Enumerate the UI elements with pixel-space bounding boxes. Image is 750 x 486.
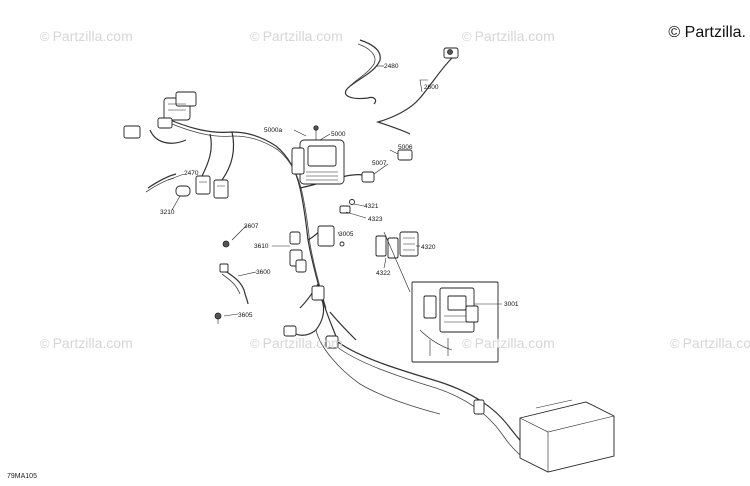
label-3005[interactable]: 3005 — [339, 231, 354, 238]
connector-5006-5007 — [361, 149, 413, 183]
watermark: ©Partzilla.com — [40, 335, 133, 351]
part-2470-3210 — [145, 173, 191, 197]
copyright-notice: © Partzilla. — [668, 24, 746, 41]
label-3610[interactable]: 3610 — [254, 243, 269, 250]
label-3001[interactable]: 3001 — [504, 301, 519, 308]
leader-lines — [167, 65, 502, 317]
watermark: ©Partzilla.com — [462, 335, 555, 351]
label-2600[interactable]: 2600 — [424, 84, 439, 91]
part-4321-4323 — [339, 199, 355, 214]
relay-4320-4322 — [375, 231, 419, 259]
label-5006[interactable]: 5006 — [398, 144, 413, 151]
cable-2600 — [375, 47, 459, 135]
watermark: ©Partzilla.com — [250, 335, 343, 351]
cable-2480 — [344, 39, 381, 105]
label-2480[interactable]: 2480 — [384, 63, 399, 70]
detail-inset-3001 — [383, 231, 499, 363]
watermark: ©Partzilla.com — [462, 28, 555, 44]
watermark: ©Partzilla.com — [670, 335, 750, 351]
label-3607[interactable]: 3607 — [244, 223, 259, 230]
ground-strap-3600 — [214, 240, 249, 324]
label-5000[interactable]: 5000 — [331, 131, 346, 138]
label-5007[interactable]: 5007 — [372, 160, 387, 167]
watermark: ©Partzilla.com — [40, 28, 133, 44]
label-3600[interactable]: 3600 — [256, 269, 271, 276]
label-3210[interactable]: 3210 — [160, 209, 175, 216]
label-2470[interactable]: 2470 — [184, 170, 199, 177]
battery — [473, 399, 615, 473]
module-5000 — [291, 125, 345, 185]
label-4320[interactable]: 4320 — [421, 244, 436, 251]
label-4322[interactable]: 4322 — [376, 270, 391, 277]
watermark: ©Partzilla.com — [250, 28, 343, 44]
label-3605[interactable]: 3605 — [238, 312, 253, 319]
part-labels: 2480 2600 5000a 5000 5006 5007 2470 3210… — [160, 63, 519, 319]
label-4323[interactable]: 4323 — [368, 216, 383, 223]
clip-3610 — [289, 231, 307, 273]
label-5000a[interactable]: 5000a — [264, 127, 282, 134]
left-connectors — [123, 91, 229, 199]
label-4321[interactable]: 4321 — [364, 203, 379, 210]
diagram-code: 79MA105 — [7, 473, 37, 480]
